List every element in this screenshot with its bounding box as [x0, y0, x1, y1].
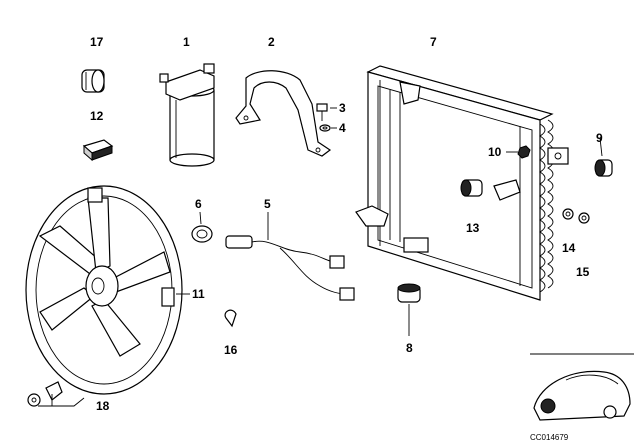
label-17: 17 — [90, 35, 104, 49]
label-13: 13 — [466, 221, 480, 235]
part-16-clip[interactable] — [224, 309, 237, 328]
label-15: 15 — [576, 265, 590, 279]
part-5-pressure-switch[interactable] — [225, 235, 355, 301]
label-1: 1 — [183, 35, 190, 49]
part-14-nuts[interactable] — [562, 208, 590, 224]
part-10-nut[interactable] — [517, 145, 531, 159]
part-13-mount[interactable] — [460, 179, 483, 197]
leader-6 — [199, 211, 202, 225]
label-16: 16 — [224, 343, 238, 357]
part-3-bolt[interactable] — [316, 103, 328, 121]
part-9-grommet[interactable] — [594, 159, 613, 177]
leader-9 — [599, 137, 603, 157]
part-18-fasteners[interactable] — [27, 381, 63, 407]
label-11: 11 — [192, 287, 205, 301]
label-3: 3 — [339, 101, 346, 115]
label-18: 18 — [96, 399, 110, 413]
catalog-code: CC014679 — [530, 433, 569, 442]
label-8: 8 — [406, 341, 413, 355]
label-14: 14 — [562, 241, 576, 255]
part-2-bracket[interactable] — [235, 70, 332, 157]
label-5: 5 — [264, 197, 271, 211]
label-2: 2 — [268, 35, 275, 49]
part-4-washer[interactable] — [319, 124, 331, 132]
part-7-condenser[interactable] — [355, 65, 569, 301]
part-17-bushing[interactable] — [81, 69, 105, 93]
part-12-rubber-block[interactable] — [82, 139, 114, 162]
part-11-fan[interactable] — [25, 185, 183, 395]
part-6-grommet[interactable] — [191, 225, 213, 243]
label-9: 9 — [596, 131, 603, 145]
part-1-drier[interactable] — [159, 63, 215, 167]
label-10: 10 — [488, 145, 502, 159]
label-4: 4 — [339, 121, 346, 135]
leader-18 — [38, 397, 85, 407]
part-8-mount[interactable] — [397, 283, 421, 303]
vehicle-location-inset — [530, 353, 634, 421]
label-6: 6 — [195, 197, 202, 211]
label-12: 12 — [90, 109, 104, 123]
label-7: 7 — [430, 35, 437, 49]
